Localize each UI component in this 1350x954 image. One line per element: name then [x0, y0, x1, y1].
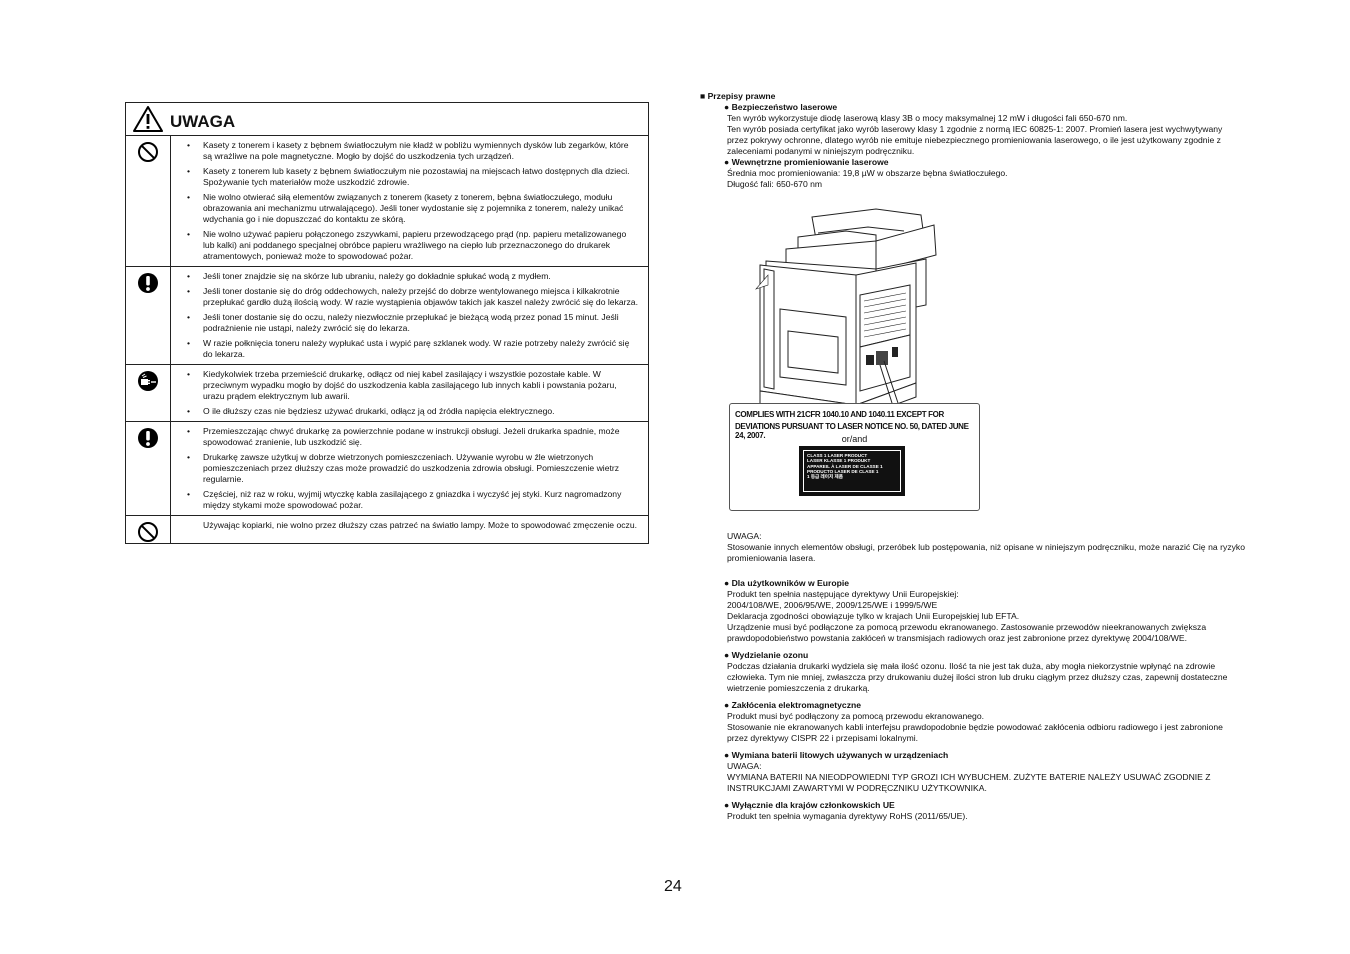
warning-title: UWAGA	[170, 112, 236, 131]
list-item: Przemieszczając chwyć drukarkę za powier…	[187, 426, 642, 448]
warning-header: UWAGA	[126, 103, 648, 136]
warning-section-lamp: Używając kopiarki, nie wolno przez dłużs…	[126, 516, 648, 543]
list-item: Jeśli toner znajdzie się na skórze lub u…	[187, 271, 642, 282]
laser-compliance-label: COMPLIES WITH 21CFR 1040.10 AND 1040.11 …	[729, 403, 980, 511]
subsection-title: ● Bezpieczeństwo laserowe	[724, 102, 838, 112]
section-title: ■ Przepisy prawne	[700, 91, 776, 101]
page-number: 24	[664, 878, 682, 895]
label-line-2: DEVIATIONS PURSUANT TO LASER NOTICE NO. …	[735, 422, 969, 440]
paragraph: Podczas działania drukarki wydziela się …	[727, 661, 1228, 693]
caution-label: UWAGA:	[727, 531, 762, 541]
warning-section-handling: Przemieszczając chwyć drukarkę za powier…	[126, 422, 648, 516]
exclamation-icon	[138, 273, 158, 293]
warning-section-storage: Kasety z tonerem i kasety z bębnem świat…	[126, 136, 648, 267]
label-line-1: COMPLIES WITH 21CFR 1040.10 AND 1040.11 …	[735, 410, 944, 419]
prohibition-icon	[138, 522, 158, 542]
subsection-title: ● Wymiana baterii litowych używanych w u…	[724, 750, 949, 760]
subsection-title: ● Wyłącznie dla krajów członkowskich UE	[724, 800, 895, 810]
paragraph: Produkt ten spełnia następujące dyrektyw…	[727, 589, 1207, 643]
tag-line: CLASS 1 LASER PRODUCT	[807, 453, 868, 458]
list-item: Jeśli toner dostanie się do oczu, należy…	[187, 312, 642, 334]
caution-text: Stosowanie innych elementów obsługi, prz…	[727, 542, 1245, 563]
prohibition-icon	[138, 142, 158, 162]
paragraph: Ten wyrób wykorzystuje diodę laserową kl…	[727, 113, 1223, 156]
list-item: Częściej, niż raz w roku, wyjmij wtyczkę…	[187, 489, 642, 511]
unplug-icon	[138, 371, 158, 391]
warning-section-toner-exposure: Jeśli toner znajdzie się na skórze lub u…	[126, 267, 648, 365]
warning-table: UWAGA Kasety z tonerem i kasety z bębnem…	[125, 102, 649, 544]
exclamation-icon	[138, 428, 158, 448]
list-item: Kasety z tonerem i kasety z bębnem świat…	[187, 140, 642, 162]
list-item: Kiedykolwiek trzeba przemieścić drukarkę…	[187, 369, 642, 402]
regulations-column: ■ Przepisy prawne ● Bezpieczeństwo laser…	[700, 91, 1245, 822]
subsection-title: ● Zakłócenia elektromagnetyczne	[724, 700, 862, 710]
paragraph: Produkt musi być podłączony za pomocą pr…	[727, 711, 1223, 743]
warning-list: Jeśli toner znajdzie się na skórze lub u…	[171, 267, 648, 364]
subsection-title: ● Dla użytkowników w Europie	[724, 578, 850, 588]
list-item: Jeśli toner dostanie się do dróg oddecho…	[187, 286, 642, 308]
list-item: Nie wolno używać papieru połączonego zsz…	[187, 229, 642, 262]
tag-line: APPAREIL À LASER DE CLASSE 1	[807, 463, 883, 469]
class1-laser-tag: CLASS 1 LASER PRODUCT LASER KLASSE 1 PRO…	[799, 446, 905, 496]
list-item: Kasety z tonerem lub kasety z bębnem świ…	[187, 166, 642, 188]
list-item: O ile dłuższy czas nie będziesz używać d…	[187, 406, 642, 417]
paragraph: Średnia moc promieniowania: 19,8 µW w ob…	[727, 168, 1008, 189]
warning-list: Kasety z tonerem i kasety z bębnem świat…	[171, 136, 648, 266]
warning-triangle-icon	[133, 106, 163, 132]
list-item: Drukarkę zawsze użytkuj w dobrze wietrzo…	[187, 452, 642, 485]
list-item: W razie połknięcia toneru należy wypłuka…	[187, 338, 642, 360]
warning-list: Kiedykolwiek trzeba przemieścić drukarkę…	[171, 365, 648, 421]
warning-list: Przemieszczając chwyć drukarkę za powier…	[171, 422, 648, 515]
tag-line: LASER KLASSE 1 PRODUKT	[807, 458, 871, 464]
subsection-title: ● Wewnętrzne promieniowanie laserowe	[724, 157, 889, 167]
warning-section-unplug: Kiedykolwiek trzeba przemieścić drukarkę…	[126, 365, 648, 422]
warning-text: Używając kopiarki, nie wolno przez dłużs…	[203, 520, 638, 530]
list-item: Nie wolno otwierać siłą elementów związa…	[187, 192, 642, 225]
label-or-and: or/and	[841, 434, 868, 444]
paragraph: Produkt ten spełnia wymagania dyrektywy …	[727, 811, 968, 821]
printer-illustration	[755, 208, 937, 420]
tag-line: 1 등급 레이저 제품	[807, 474, 843, 480]
subsection-title: ● Wydzielanie ozonu	[724, 650, 809, 660]
paragraph: UWAGA: WYMIANA BATERII NA NIEODPOWIEDNI …	[727, 761, 1211, 793]
tag-line: PRODUCTO LASER DE CLASE 1	[807, 468, 879, 474]
